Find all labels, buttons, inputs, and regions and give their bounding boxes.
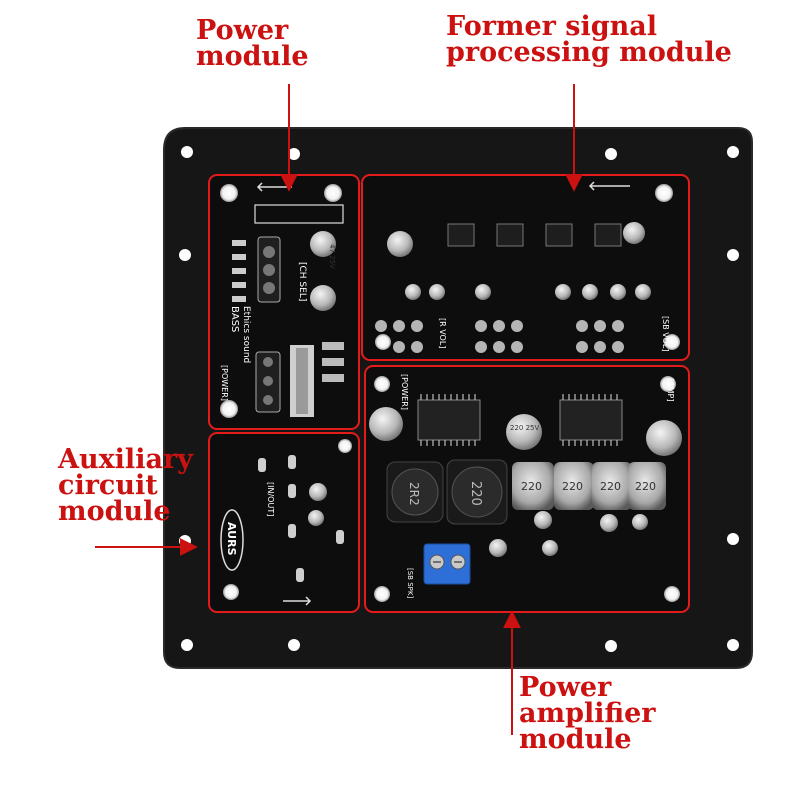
former-signal-label: Former signal processing module [446,11,732,68]
mount-hole [605,148,617,160]
logo-text: AURS [225,522,238,556]
inductor-label: 220 [562,480,583,493]
mount-hole [605,640,617,652]
opamp-ic [545,223,573,247]
power-module-board: 47 25V [CH SEL] BASS Ethics sound [POWER… [209,175,359,429]
power-amplifier-board: [AMP] [POWER] 220 25V 2R2 220 [365,366,689,612]
board-amp-power-silk: [POWER] [400,374,409,410]
svg-text:47 25V: 47 25V [328,244,336,269]
mount-hole [288,639,300,651]
mount-hole [727,249,739,261]
auxiliary-label: Auxiliary circuit module [58,444,193,527]
opamp-ic [496,223,524,247]
board-brand-silk-2: Ethics sound [241,306,251,363]
board-sub-vol-silk: [SB VOL] [661,316,670,351]
capacitor [309,483,327,501]
cap-label: 220 25V [510,424,539,432]
mount-hole [181,639,193,651]
mount-hole [288,148,300,160]
inductor-label: 220 [521,480,542,493]
power-module-label: Power module [196,15,309,72]
board-in-out-silk: [IN/OUT] [266,482,275,516]
capacitor [369,407,403,441]
capacitor [387,231,413,257]
inductor-label: 220 [600,480,621,493]
signal-processing-board: [R VOL] [SB VOL] [362,175,689,360]
board-power-silk: [POWER] [220,365,229,401]
power-amplifier-label: Power amplifier module [519,672,656,755]
capacitor [308,510,324,526]
signal-module-outline [361,174,690,361]
mount-hole [727,533,739,545]
capacitor [310,231,336,257]
mount-hole [179,535,191,547]
large-inductor-label: 2R2 [407,482,421,506]
mount-hole [179,249,191,261]
small-inductor: 220 [554,462,594,510]
opamp-ic [594,223,622,247]
opamp-ic [447,223,475,247]
board-spk-silk: [SB SPK] [406,568,414,598]
inductor-label: 220 [635,480,656,493]
aurs-logo: AURS [220,509,244,571]
capacitor [506,414,542,450]
board-brand-silk: BASS [229,306,240,332]
amp-module-outline [364,365,690,613]
amplifier-ic [559,399,623,441]
board-ch-sel-silk: [CH SEL] [297,262,307,301]
mount-hole [727,146,739,158]
aux-module-outline [208,432,360,613]
small-inductor: 220 [512,462,554,510]
large-inductor-label: 220 [468,481,483,506]
small-inductor: 220 [592,462,632,510]
capacitor [646,420,682,456]
board-amp-silk: [AMP] [666,378,675,401]
board-vol-silk: [R VOL] [438,318,447,348]
capacitor [310,285,336,311]
amplifier-ic [417,399,481,441]
annotation-arrows [95,84,583,735]
mount-hole [181,146,193,158]
mount-hole [727,639,739,651]
speaker-terminal-block [423,543,471,585]
capacitor [623,222,645,244]
small-inductor: 220 [628,462,666,510]
auxiliary-board: [IN/OUT] AURS [209,433,359,612]
